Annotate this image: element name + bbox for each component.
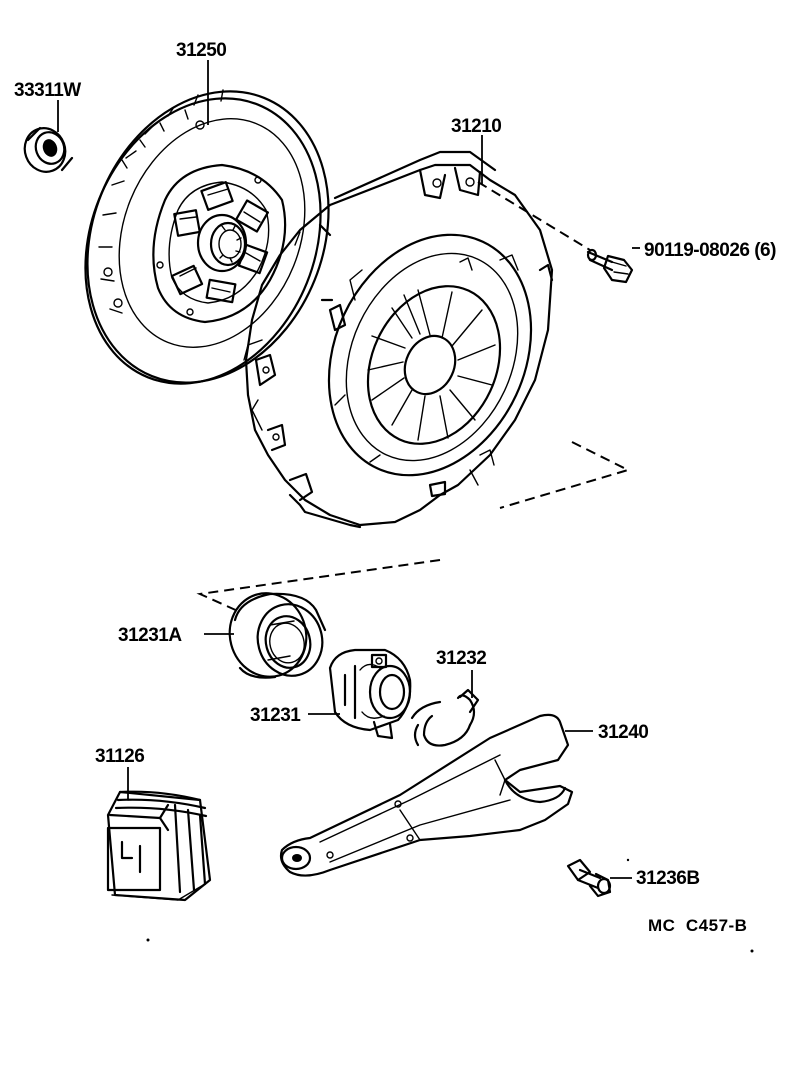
pivot-31236B	[566, 858, 612, 898]
release-hub-31231	[328, 648, 412, 740]
release-bearing-31231A	[228, 592, 327, 679]
label-31210: 31210	[451, 116, 501, 137]
label-31126: 31126	[95, 746, 144, 767]
label-31232: 31232	[436, 648, 486, 669]
clip-31232	[410, 688, 480, 747]
leader-lines	[57, 60, 640, 879]
label-31240: 31240	[598, 722, 648, 743]
clutch-cover-31210	[243, 150, 554, 529]
bolt-90119-08026	[586, 248, 634, 284]
label-31236B: 31236B	[636, 868, 700, 889]
boot-31126	[106, 790, 212, 902]
label-31250: 31250	[176, 40, 226, 61]
label-31231A: 31231A	[118, 625, 182, 646]
alignment-lines	[196, 181, 631, 613]
label-33311W: 33311W	[14, 80, 81, 101]
label-31231: 31231	[250, 705, 301, 726]
figure-code: MC C457-B	[648, 916, 747, 935]
pilot-bearing-33311W	[23, 126, 74, 173]
label-90119-08026: 90119-08026 (6)	[644, 240, 776, 261]
release-fork-31240	[279, 713, 574, 877]
clutch-disc-31250	[84, 89, 330, 385]
